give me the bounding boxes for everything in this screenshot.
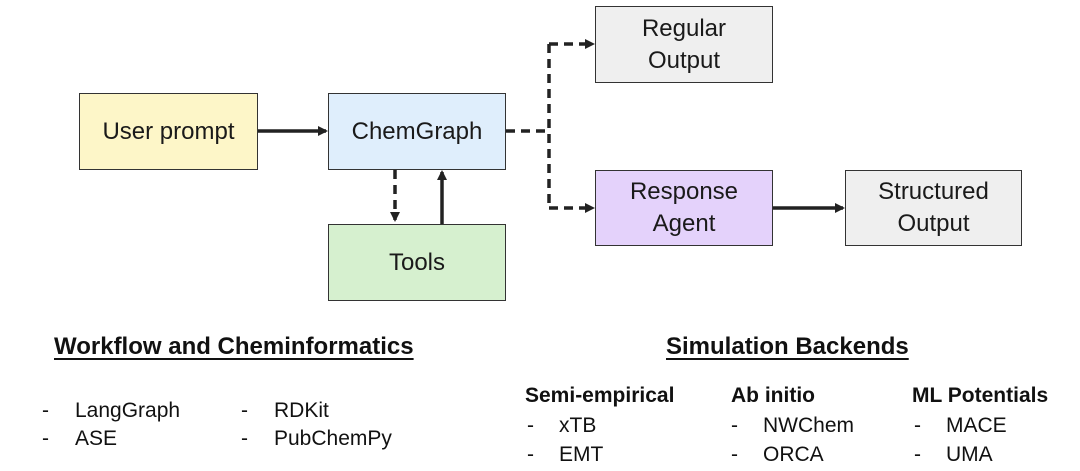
list-dash: - [731,443,738,466]
backends-heading: Simulation Backends [666,333,909,360]
response-agent-box: Response Agent [595,170,773,246]
list-dash: - [914,443,921,466]
workflow-item-ase: ASE [75,427,118,450]
list-dash: - [527,414,534,437]
backend-item-mace: MACE [946,414,1007,437]
user-prompt-box: User prompt [79,93,258,170]
ml-potentials-title: ML Potentials [912,384,1049,407]
response-agent-label-line2: Agent [652,210,716,237]
chemgraph-box: ChemGraph [328,93,506,170]
backend-item-orca: ORCA [763,443,824,466]
workflow-item-rdkit: RDKit [274,399,329,422]
chemgraph-label: ChemGraph [351,117,483,145]
regular-output-label-line1: Regular [641,14,727,42]
tools-label: Tools [388,248,446,276]
regular-output-box: Regular Output [595,6,773,83]
regular-output-label-line2: Output [647,46,721,74]
backend-item-uma: UMA [946,443,993,466]
response-agent-label-line1: Response [629,178,739,205]
list-dash: - [241,399,248,422]
structured-output-box: Structured Output [845,170,1022,246]
list-dash: - [42,399,49,422]
backend-item-xtb: xTB [559,414,597,437]
backend-item-nwchem: NWChem [763,414,855,437]
list-dash: - [241,427,248,450]
structured-output-label-line1: Structured [878,178,989,205]
list-dash: - [42,427,49,450]
workflow-heading: Workflow and Cheminformatics [54,333,414,360]
backend-item-emt: EMT [559,443,604,466]
workflow-item-langgraph: LangGraph [75,399,181,422]
workflow-item-pubchempy: PubChemPy [274,427,392,450]
list-dash: - [731,414,738,437]
semi-empirical-title: Semi-empirical [525,384,675,407]
list-dash: - [527,443,534,466]
list-dash: - [914,414,921,437]
tools-box: Tools [328,224,506,301]
ab-initio-title: Ab initio [731,384,815,407]
structured-output-label-line2: Output [897,210,970,237]
user-prompt-label: User prompt [102,117,235,145]
